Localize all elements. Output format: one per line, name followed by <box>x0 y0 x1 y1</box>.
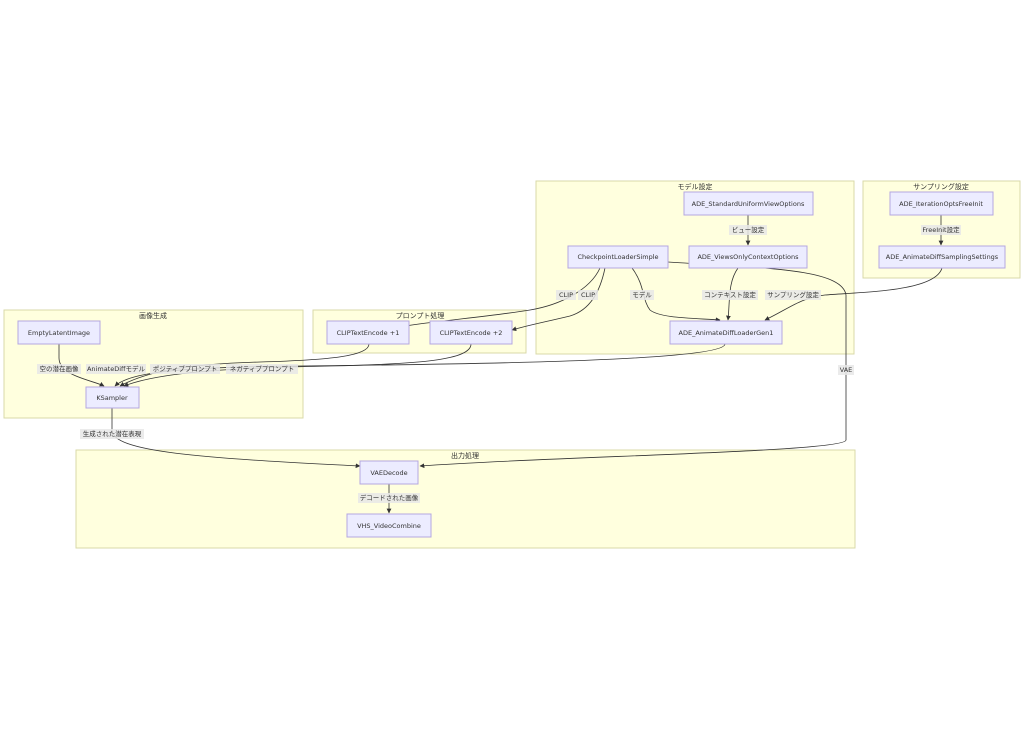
edge-checkpoint-to-animatediff <box>631 267 721 323</box>
node-label-freeinit: ADE_IterationOptsFreeInit <box>899 200 983 208</box>
node-video-combine: VHS_VideoCombine <box>346 513 432 538</box>
node-label-clip1: CLIPTextEncode +1 <box>337 329 400 337</box>
edge-empty-latent-to-ksampler <box>58 344 105 387</box>
edge-label-animatediff-model: AnimateDiffモデル <box>87 364 146 373</box>
edge-clip1-to-ksampler <box>119 343 370 387</box>
subgraph-title-image: 画像生成 <box>139 311 167 320</box>
edge-clip2-to-ksampler <box>123 343 472 387</box>
edge-checkpoint-to-clip2 <box>511 267 606 332</box>
edge-label-generated-latent: 生成された潜在表現 <box>83 429 142 438</box>
node-label-sampling-settings: ADE_AnimateDiffSamplingSettings <box>886 253 999 261</box>
edge-label-context: コンテキスト設定 <box>704 290 756 299</box>
node-ksampler: KSampler <box>85 386 140 409</box>
edge-label-positive: ポジティブプロンプト <box>153 364 217 373</box>
edge-label-clip-b: CLIP <box>581 291 595 299</box>
node-label-checkpoint: CheckpointLoaderSimple <box>577 253 658 261</box>
node-clip-text-encode-1: CLIPTextEncode +1 <box>326 320 410 345</box>
edge-label-decoded-image: デコードされた画像 <box>360 493 419 502</box>
edge-label-freeinit-setting: FreeInit設定 <box>922 225 960 234</box>
node-label-views-only: ADE_ViewsOnlyContextOptions <box>697 253 799 261</box>
subgraph-title-model: モデル設定 <box>678 182 713 191</box>
node-label-animatediff-loader: ADE_AnimateDiffLoaderGen1 <box>679 329 774 337</box>
node-label-clip2: CLIPTextEncode +2 <box>440 329 503 337</box>
node-label-ksampler: KSampler <box>96 394 128 402</box>
edge-label-clip-a: CLIP <box>559 291 573 299</box>
subgraph-title-output: 出力処理 <box>451 451 479 460</box>
node-label-uniform-view: ADE_StandardUniformViewOptions <box>692 200 805 208</box>
edge-label-vae: VAE <box>840 366 853 374</box>
node-uniform-view-options: ADE_StandardUniformViewOptions <box>683 191 814 216</box>
node-label-vae-decode: VAEDecode <box>370 469 407 477</box>
node-vae-decode: VAEDecode <box>359 460 419 485</box>
edge-label-negative: ネガティブプロンプト <box>230 364 294 373</box>
subgraph-title-prompt: プロンプト処理 <box>396 311 445 320</box>
node-views-only-context: ADE_ViewsOnlyContextOptions <box>688 245 808 269</box>
node-freeinit: ADE_IterationOptsFreeInit <box>889 191 994 216</box>
node-label-empty-latent: EmptyLatentImage <box>28 329 90 337</box>
edge-label-empty-latent: 空の潜在画像 <box>40 364 80 373</box>
edge-label-model: モデル <box>632 290 652 299</box>
edge-label-sampling: サンプリング設定 <box>767 290 819 299</box>
node-checkpoint-loader: CheckpointLoaderSimple <box>567 245 669 269</box>
node-sampling-settings: ADE_AnimateDiffSamplingSettings <box>878 245 1006 269</box>
node-empty-latent-image: EmptyLatentImage <box>17 320 101 345</box>
edges <box>58 215 944 514</box>
edge-sampling-to-animatediff <box>764 267 943 321</box>
node-clip-text-encode-2: CLIPTextEncode +2 <box>429 320 513 345</box>
subgraph-title-sampling: サンプリング設定 <box>913 182 969 191</box>
node-label-video-combine: VHS_VideoCombine <box>357 522 421 530</box>
edge-labels: ビュー設定 FreeInit設定 CLIP CLIP モデル コンテキスト設定 … <box>37 225 961 503</box>
subgraph-output-processing: 出力処理 <box>75 449 856 549</box>
edge-label-view-setting: ビュー設定 <box>732 225 765 234</box>
node-animatediff-loader: ADE_AnimateDiffLoaderGen1 <box>669 320 783 345</box>
edge-checkpoint-to-clip1 <box>382 267 601 332</box>
